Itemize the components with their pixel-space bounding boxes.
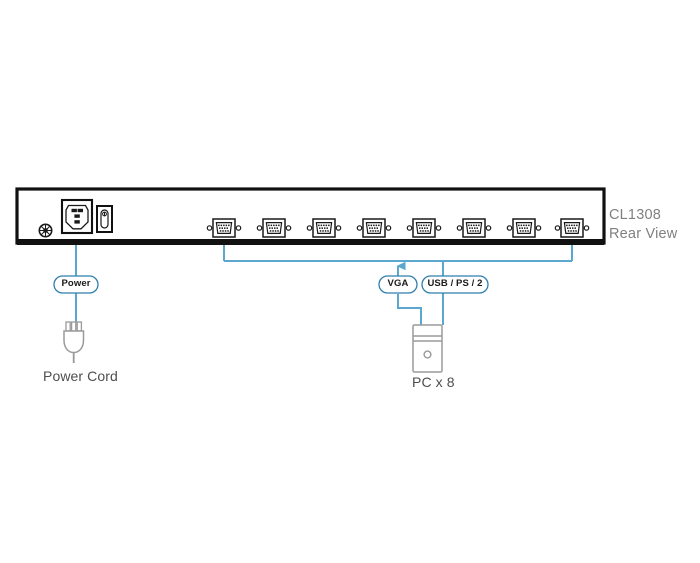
connection-lines [75, 232, 573, 325]
pc-tower-icon [412, 324, 443, 373]
vga-port [206, 218, 242, 238]
vga-port [456, 218, 492, 238]
vga-port [356, 218, 392, 238]
pill-power-shape [53, 275, 99, 294]
vga-to-pc-line [397, 294, 422, 325]
vga-port [256, 218, 292, 238]
power-cord-caption: Power Cord [43, 368, 118, 384]
power-cord-plug-icon [63, 321, 85, 363]
pill-usb-shape [421, 275, 489, 294]
device-view-label: Rear View [609, 226, 678, 242]
device-model-label: CL1308 [609, 207, 661, 223]
vga-port [406, 218, 442, 238]
vga-port-row [206, 218, 590, 238]
vga-port [506, 218, 542, 238]
vga-port [554, 218, 590, 238]
callout-label-power: Power [61, 278, 91, 289]
pc-caption: PC x 8 [412, 374, 455, 390]
callout-pills [53, 275, 489, 294]
device-chassis [15, 187, 606, 245]
power-switch-icon [96, 205, 113, 233]
pill-vga-shape [378, 275, 418, 294]
grounding-terminal-icon [38, 223, 53, 238]
callout-label-vga: VGA [387, 278, 409, 289]
vga-port [306, 218, 342, 238]
power-inlet-icon [60, 198, 94, 235]
callout-label-usb-ps2: USB / PS / 2 [427, 278, 483, 289]
